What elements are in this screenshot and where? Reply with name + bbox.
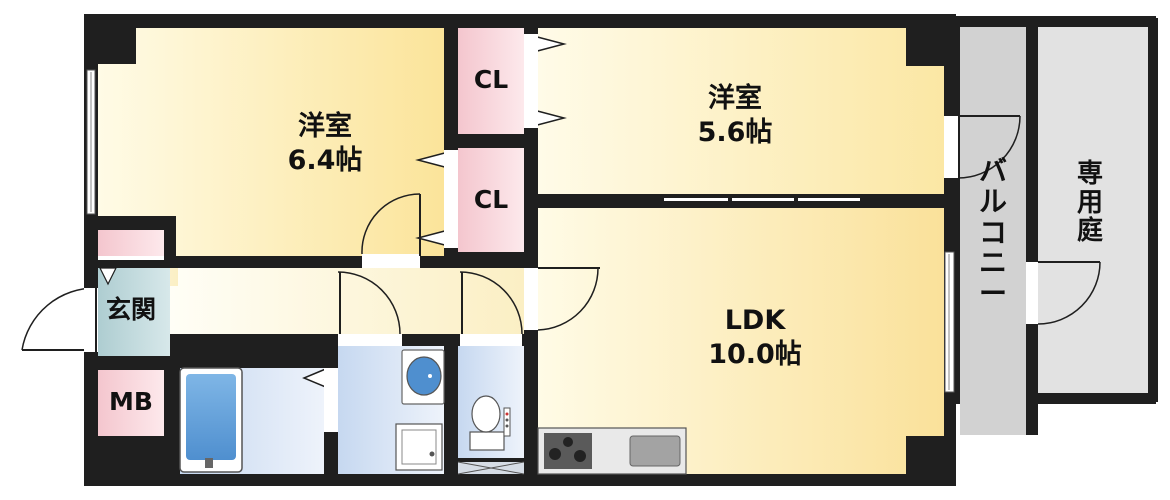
balcony-char: ー xyxy=(978,277,1007,311)
washing-machine-pan-inner xyxy=(401,429,437,465)
washbasin-drain xyxy=(428,374,432,378)
toilet-remote-button xyxy=(505,424,509,428)
room-name: LDK xyxy=(724,305,786,336)
wall-corner xyxy=(906,28,944,66)
door-opening xyxy=(338,334,402,346)
stove-burner xyxy=(549,448,561,460)
door-swing xyxy=(537,267,599,331)
balcony-char: ル xyxy=(978,184,1007,218)
toilet-tank xyxy=(469,431,505,451)
meter-box-label: MB xyxy=(109,387,153,416)
garden-char: 用 xyxy=(1076,187,1103,218)
shoe-cabinet xyxy=(98,230,164,260)
western-room-2-floor xyxy=(538,28,944,194)
western-room-2-label: 洋室 5.6帖 xyxy=(650,82,820,150)
pipe-shaft-cross xyxy=(457,461,525,475)
sliding-door-panel xyxy=(664,198,728,201)
room-size: 10.0帖 xyxy=(708,338,802,370)
room-name: 洋室 xyxy=(708,83,762,114)
balcony-floor xyxy=(960,27,1026,435)
door-opening xyxy=(460,334,522,346)
stove-burner xyxy=(563,437,573,447)
closet-2-floor xyxy=(458,148,524,252)
closet-1-label: CL xyxy=(473,65,509,94)
garden-floor xyxy=(1038,27,1148,393)
western-room-1-label: 洋室 6.4帖 xyxy=(240,110,410,178)
washing-machine-pan xyxy=(395,423,443,471)
washbasin xyxy=(406,356,442,396)
closet-1-floor xyxy=(458,28,524,134)
door-swing xyxy=(337,271,401,335)
door-swing xyxy=(459,271,523,335)
balcony-char: コ xyxy=(978,215,1007,249)
bath-faucet xyxy=(205,458,213,468)
balcony-char: ニ xyxy=(978,246,1007,280)
entrance-door-opening xyxy=(84,288,98,352)
kitchen-sink xyxy=(629,435,681,467)
sliding-door-panel xyxy=(798,198,860,201)
entrance-floor xyxy=(98,268,170,356)
balcony-door-opening xyxy=(944,116,958,178)
garden-char: 庭 xyxy=(1076,216,1103,247)
hallway-floor xyxy=(170,268,524,334)
bathtub-basin xyxy=(186,374,236,460)
closet-door-opening xyxy=(444,150,458,248)
sliding-door-panel xyxy=(732,198,794,201)
private-garden-label: 専 用 庭 xyxy=(1070,160,1110,246)
garden-char: 専 xyxy=(1076,159,1103,189)
door-swing xyxy=(361,193,421,255)
garden-door-opening xyxy=(1026,262,1038,324)
bath-door-opening xyxy=(324,368,338,432)
toilet-remote xyxy=(503,407,511,437)
door-opening xyxy=(524,268,538,330)
entrance-label: 玄関 xyxy=(105,295,156,324)
wall-corner xyxy=(906,436,944,474)
entrance-door-swing xyxy=(21,287,97,351)
room-size: 6.4帖 xyxy=(287,144,363,176)
room-size: 5.6帖 xyxy=(697,116,773,148)
door-swing xyxy=(1037,261,1101,325)
door-swing xyxy=(957,115,1021,179)
room-name: 洋室 xyxy=(298,111,352,142)
drain-icon xyxy=(429,451,435,457)
door-opening xyxy=(362,254,420,268)
wall-corner xyxy=(98,28,136,64)
balcony-char: バ xyxy=(978,154,1007,187)
ldk-label: LDK 10.0帖 xyxy=(670,304,840,372)
shoe-cabinet-edge xyxy=(98,256,164,260)
toilet-bowl xyxy=(471,395,501,433)
stove-burner xyxy=(574,450,586,462)
closet-2-label: CL xyxy=(473,185,509,214)
toilet-remote-button xyxy=(505,412,509,416)
closet-door-opening xyxy=(524,34,538,128)
step-mark xyxy=(99,267,117,286)
meter-box xyxy=(98,370,164,436)
balcony-divider xyxy=(1026,27,1038,435)
balcony-label: バ ル コ ニ ー xyxy=(973,154,1013,311)
toilet-remote-button xyxy=(505,418,509,422)
